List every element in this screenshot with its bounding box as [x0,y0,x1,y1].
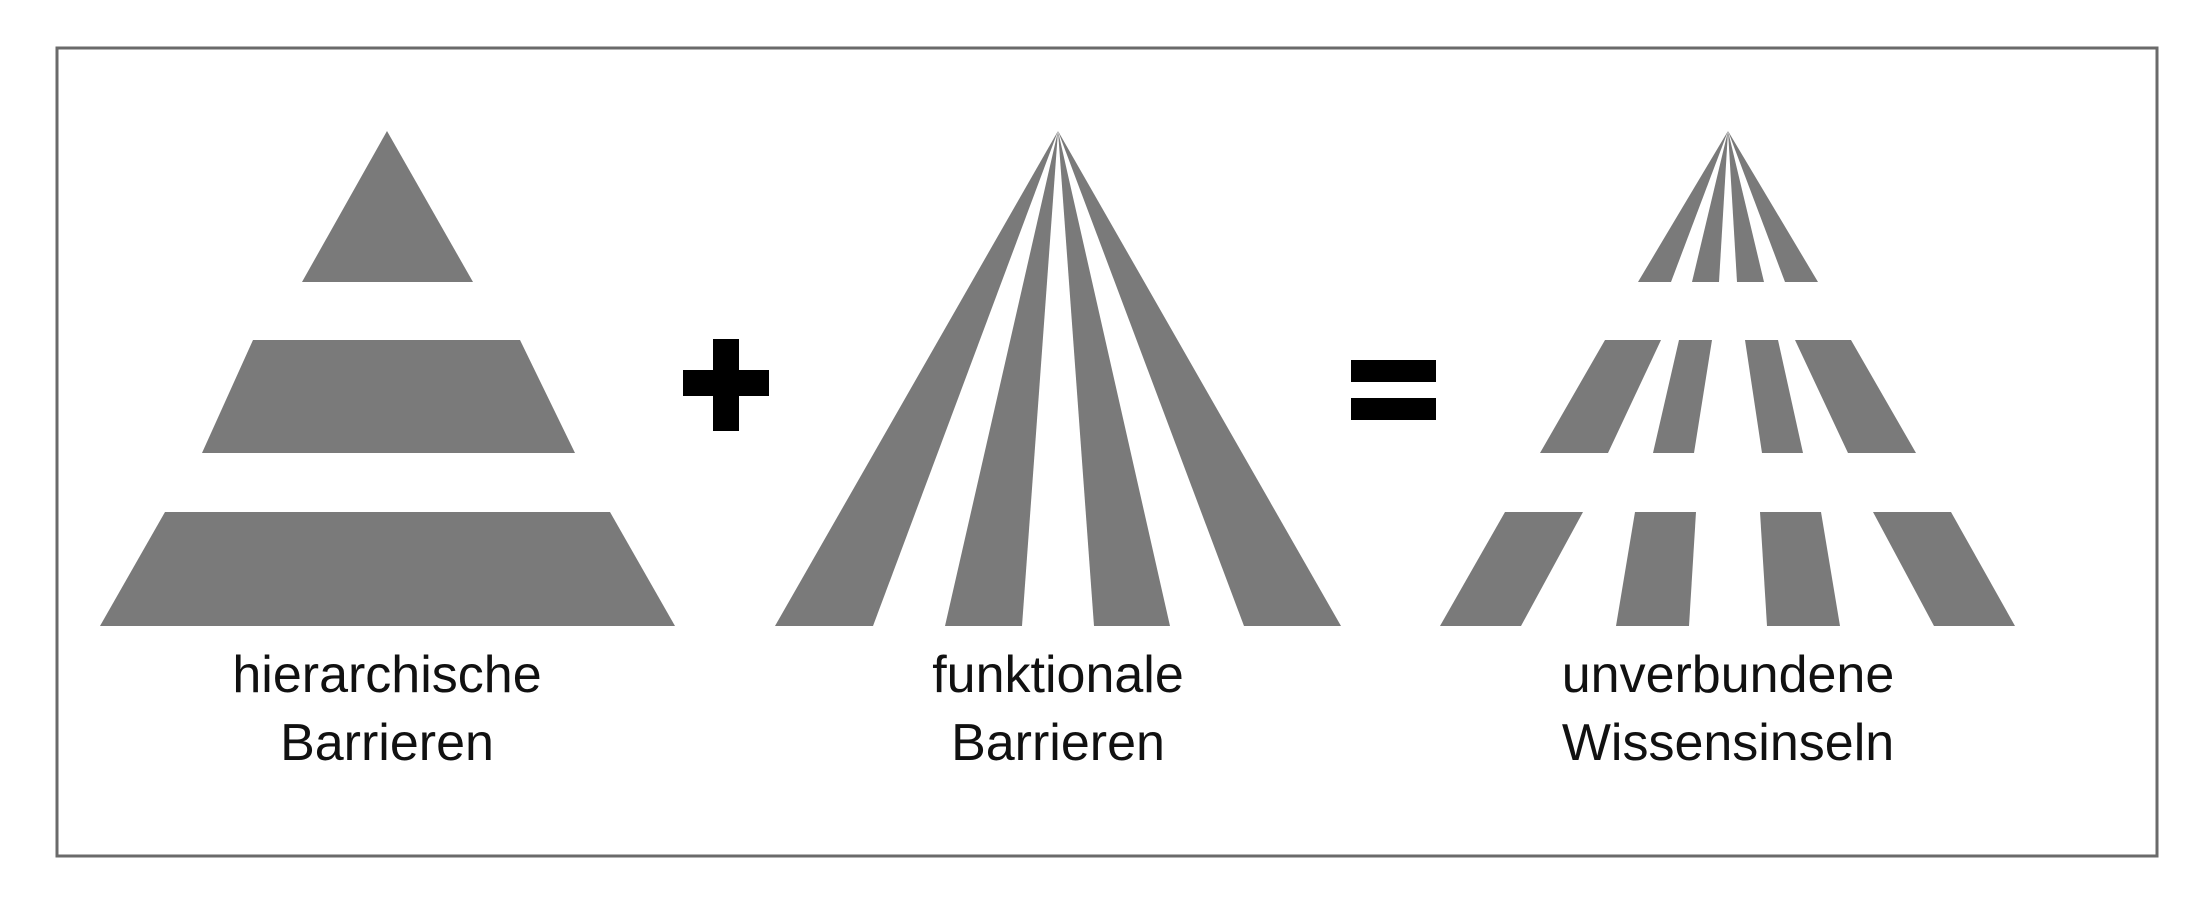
pyramid-middle-band [202,340,575,453]
diagram-frame [55,46,2159,858]
island-bottom-2 [1616,512,1696,626]
island-top-4 [1728,131,1818,282]
island-top-1 [1638,131,1728,282]
island-middle-2 [1653,340,1712,453]
island-top-3 [1728,131,1764,282]
island-middle-4 [1795,340,1916,453]
island-middle-3 [1745,340,1803,453]
functional-wedge-2 [945,131,1058,626]
functional-label-line1: funktionale [932,646,1184,704]
island-bottom-3 [1760,512,1840,626]
functional-wedge-4 [1058,131,1341,626]
result-label-line2: Wissensinseln [1562,714,1894,772]
island-bottom-4 [1873,512,2015,626]
functional-wedge-3 [1058,131,1170,626]
hierarchical-pyramid [100,131,675,626]
knowledge-islands [1440,131,2015,626]
functional-label-line2: Barrieren [951,714,1165,772]
island-top-2 [1692,131,1728,282]
pyramid-bottom-band [100,512,675,626]
result-label-line1: unverbundene [1562,646,1895,704]
functional-wedges [775,131,1341,626]
pyramid-top-band [302,131,473,282]
plus-operator [683,339,769,431]
hierarchical-label-line2: Barrieren [280,714,494,772]
island-middle-1 [1540,340,1661,453]
functional-wedge-1 [775,131,1058,626]
equals-operator [1351,360,1436,420]
island-bottom-1 [1440,512,1583,626]
hierarchical-label-line1: hierarchische [232,646,541,704]
